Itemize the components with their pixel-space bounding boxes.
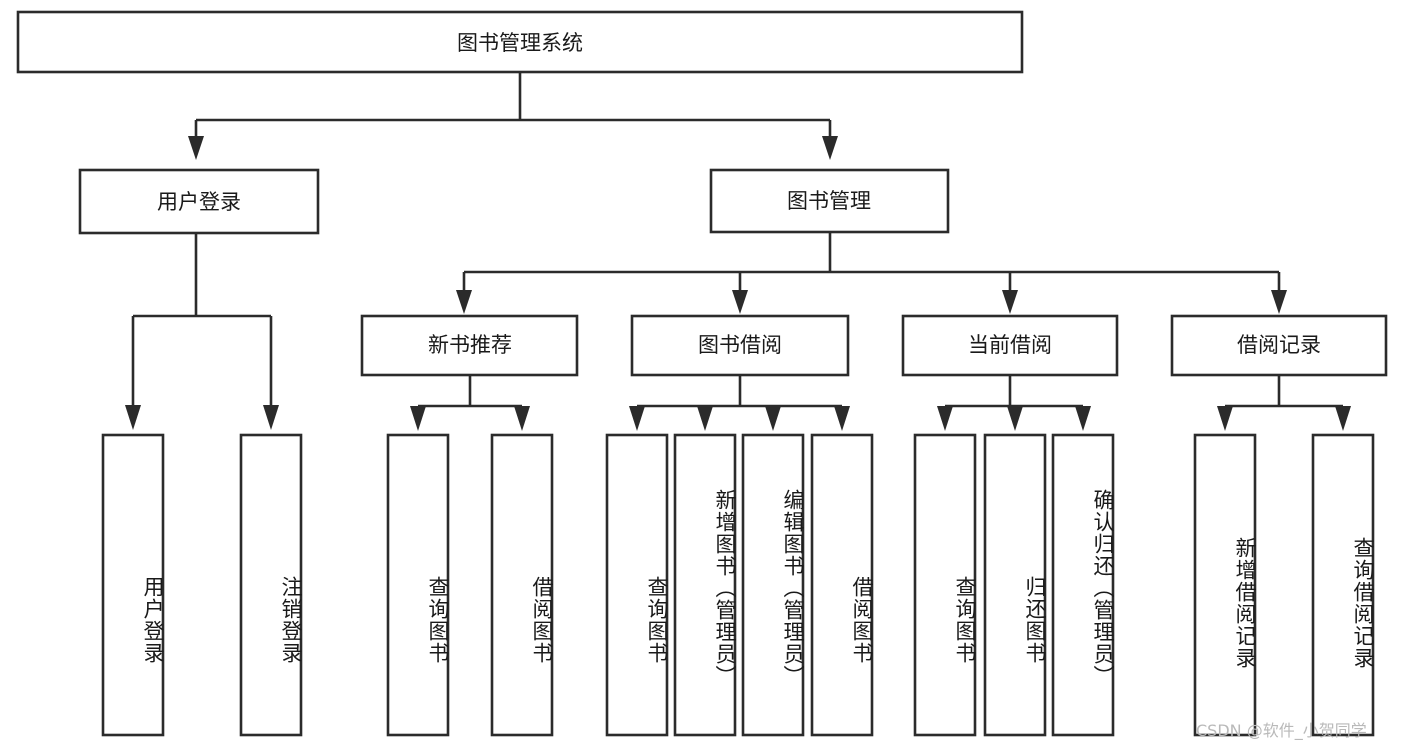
node-book-borrow-box[interactable] bbox=[630, 314, 850, 377]
node-leaf-record-add-box[interactable] bbox=[1193, 433, 1257, 737]
node-root-box[interactable] bbox=[16, 10, 1024, 74]
arrow-to-leaf-current-query-book bbox=[937, 406, 953, 431]
node-leaf-current-confirm-return-box[interactable] bbox=[1051, 433, 1115, 737]
node-user-login-label: 用户登录 bbox=[157, 190, 241, 214]
node-borrow-record-label: 借阅记录 bbox=[1237, 333, 1321, 357]
arrow-to-leaf-user-login bbox=[125, 405, 141, 430]
node-current-borrow[interactable]: 当前借阅 bbox=[901, 314, 1119, 377]
node-root[interactable]: 图书管理系统 bbox=[16, 10, 1024, 74]
arrow-to-new-book-rec bbox=[456, 290, 472, 314]
node-book-manage[interactable]: 图书管理 bbox=[709, 168, 950, 234]
node-new-book-rec-label: 新书推荐 bbox=[428, 333, 512, 357]
arrow-to-leaf-record-add bbox=[1217, 406, 1233, 431]
node-new-book-rec[interactable]: 新书推荐 bbox=[360, 314, 579, 377]
node-borrow-record[interactable]: 借阅记录 bbox=[1170, 314, 1388, 377]
arrow-to-leaf-current-confirm-return bbox=[1075, 406, 1091, 431]
node-leaf-borrow-query-book-box[interactable] bbox=[605, 433, 669, 737]
node-leaf-current-return-book-box[interactable] bbox=[983, 433, 1047, 737]
arrow-to-book-manage bbox=[822, 136, 838, 160]
connector-group-current-borrow bbox=[937, 375, 1091, 431]
arrow-to-leaf-user-logout bbox=[263, 405, 279, 430]
arrow-to-leaf-borrow-add-book bbox=[697, 406, 713, 431]
arrow-to-leaf-record-query bbox=[1335, 406, 1351, 431]
node-leaf-current-query-book-box[interactable] bbox=[913, 433, 977, 737]
node-borrow-record-box[interactable] bbox=[1170, 314, 1388, 377]
arrow-to-user-login bbox=[188, 136, 204, 160]
connector-group-root bbox=[188, 72, 838, 160]
node-leaf-borrow-add-book-box[interactable] bbox=[673, 433, 737, 737]
arrow-to-leaf-current-return-book bbox=[1007, 406, 1023, 431]
node-book-borrow[interactable]: 图书借阅 bbox=[630, 314, 850, 377]
connector-group-user-login bbox=[125, 233, 279, 430]
node-book-manage-box[interactable] bbox=[709, 168, 950, 234]
node-book-manage-label: 图书管理 bbox=[787, 189, 871, 213]
node-user-login-box[interactable] bbox=[78, 168, 320, 235]
node-root-label: 图书管理系统 bbox=[457, 31, 583, 55]
arrow-to-leaf-rec-query-book bbox=[410, 406, 426, 431]
node-leaf-borrow-borrow-book-box[interactable] bbox=[810, 433, 874, 737]
arrow-to-leaf-borrow-query-book bbox=[629, 406, 645, 431]
arrow-to-book-borrow bbox=[732, 290, 748, 314]
arrow-to-leaf-borrow-edit-book bbox=[765, 406, 781, 431]
arrow-to-borrow-record bbox=[1271, 290, 1287, 314]
node-leaf-user-logout-box[interactable] bbox=[239, 433, 303, 737]
node-leaf-rec-query-book-box[interactable] bbox=[386, 433, 450, 737]
node-current-borrow-label: 当前借阅 bbox=[968, 333, 1052, 357]
connector-group-new-book-rec bbox=[410, 375, 530, 431]
node-leaf-record-query-box[interactable] bbox=[1311, 433, 1375, 737]
node-new-book-rec-box[interactable] bbox=[360, 314, 579, 377]
connector-group-borrow-record bbox=[1217, 375, 1351, 431]
node-book-borrow-label: 图书借阅 bbox=[698, 333, 782, 357]
arrow-to-leaf-rec-borrow-book bbox=[514, 406, 530, 431]
node-user-login[interactable]: 用户登录 bbox=[78, 168, 320, 235]
connector-group-book-manage bbox=[456, 232, 1287, 314]
node-current-borrow-box[interactable] bbox=[901, 314, 1119, 377]
node-leaf-borrow-edit-book-box[interactable] bbox=[741, 433, 805, 737]
arrow-to-current-borrow bbox=[1002, 290, 1018, 314]
arrow-to-leaf-borrow-borrow-book bbox=[834, 406, 850, 431]
node-leaf-user-login-box[interactable] bbox=[101, 433, 165, 737]
node-leaf-rec-borrow-book-box[interactable] bbox=[490, 433, 554, 737]
connector-group-book-borrow bbox=[629, 375, 850, 431]
watermark-text: CSDN @软件_小贺同学 bbox=[1196, 721, 1367, 740]
